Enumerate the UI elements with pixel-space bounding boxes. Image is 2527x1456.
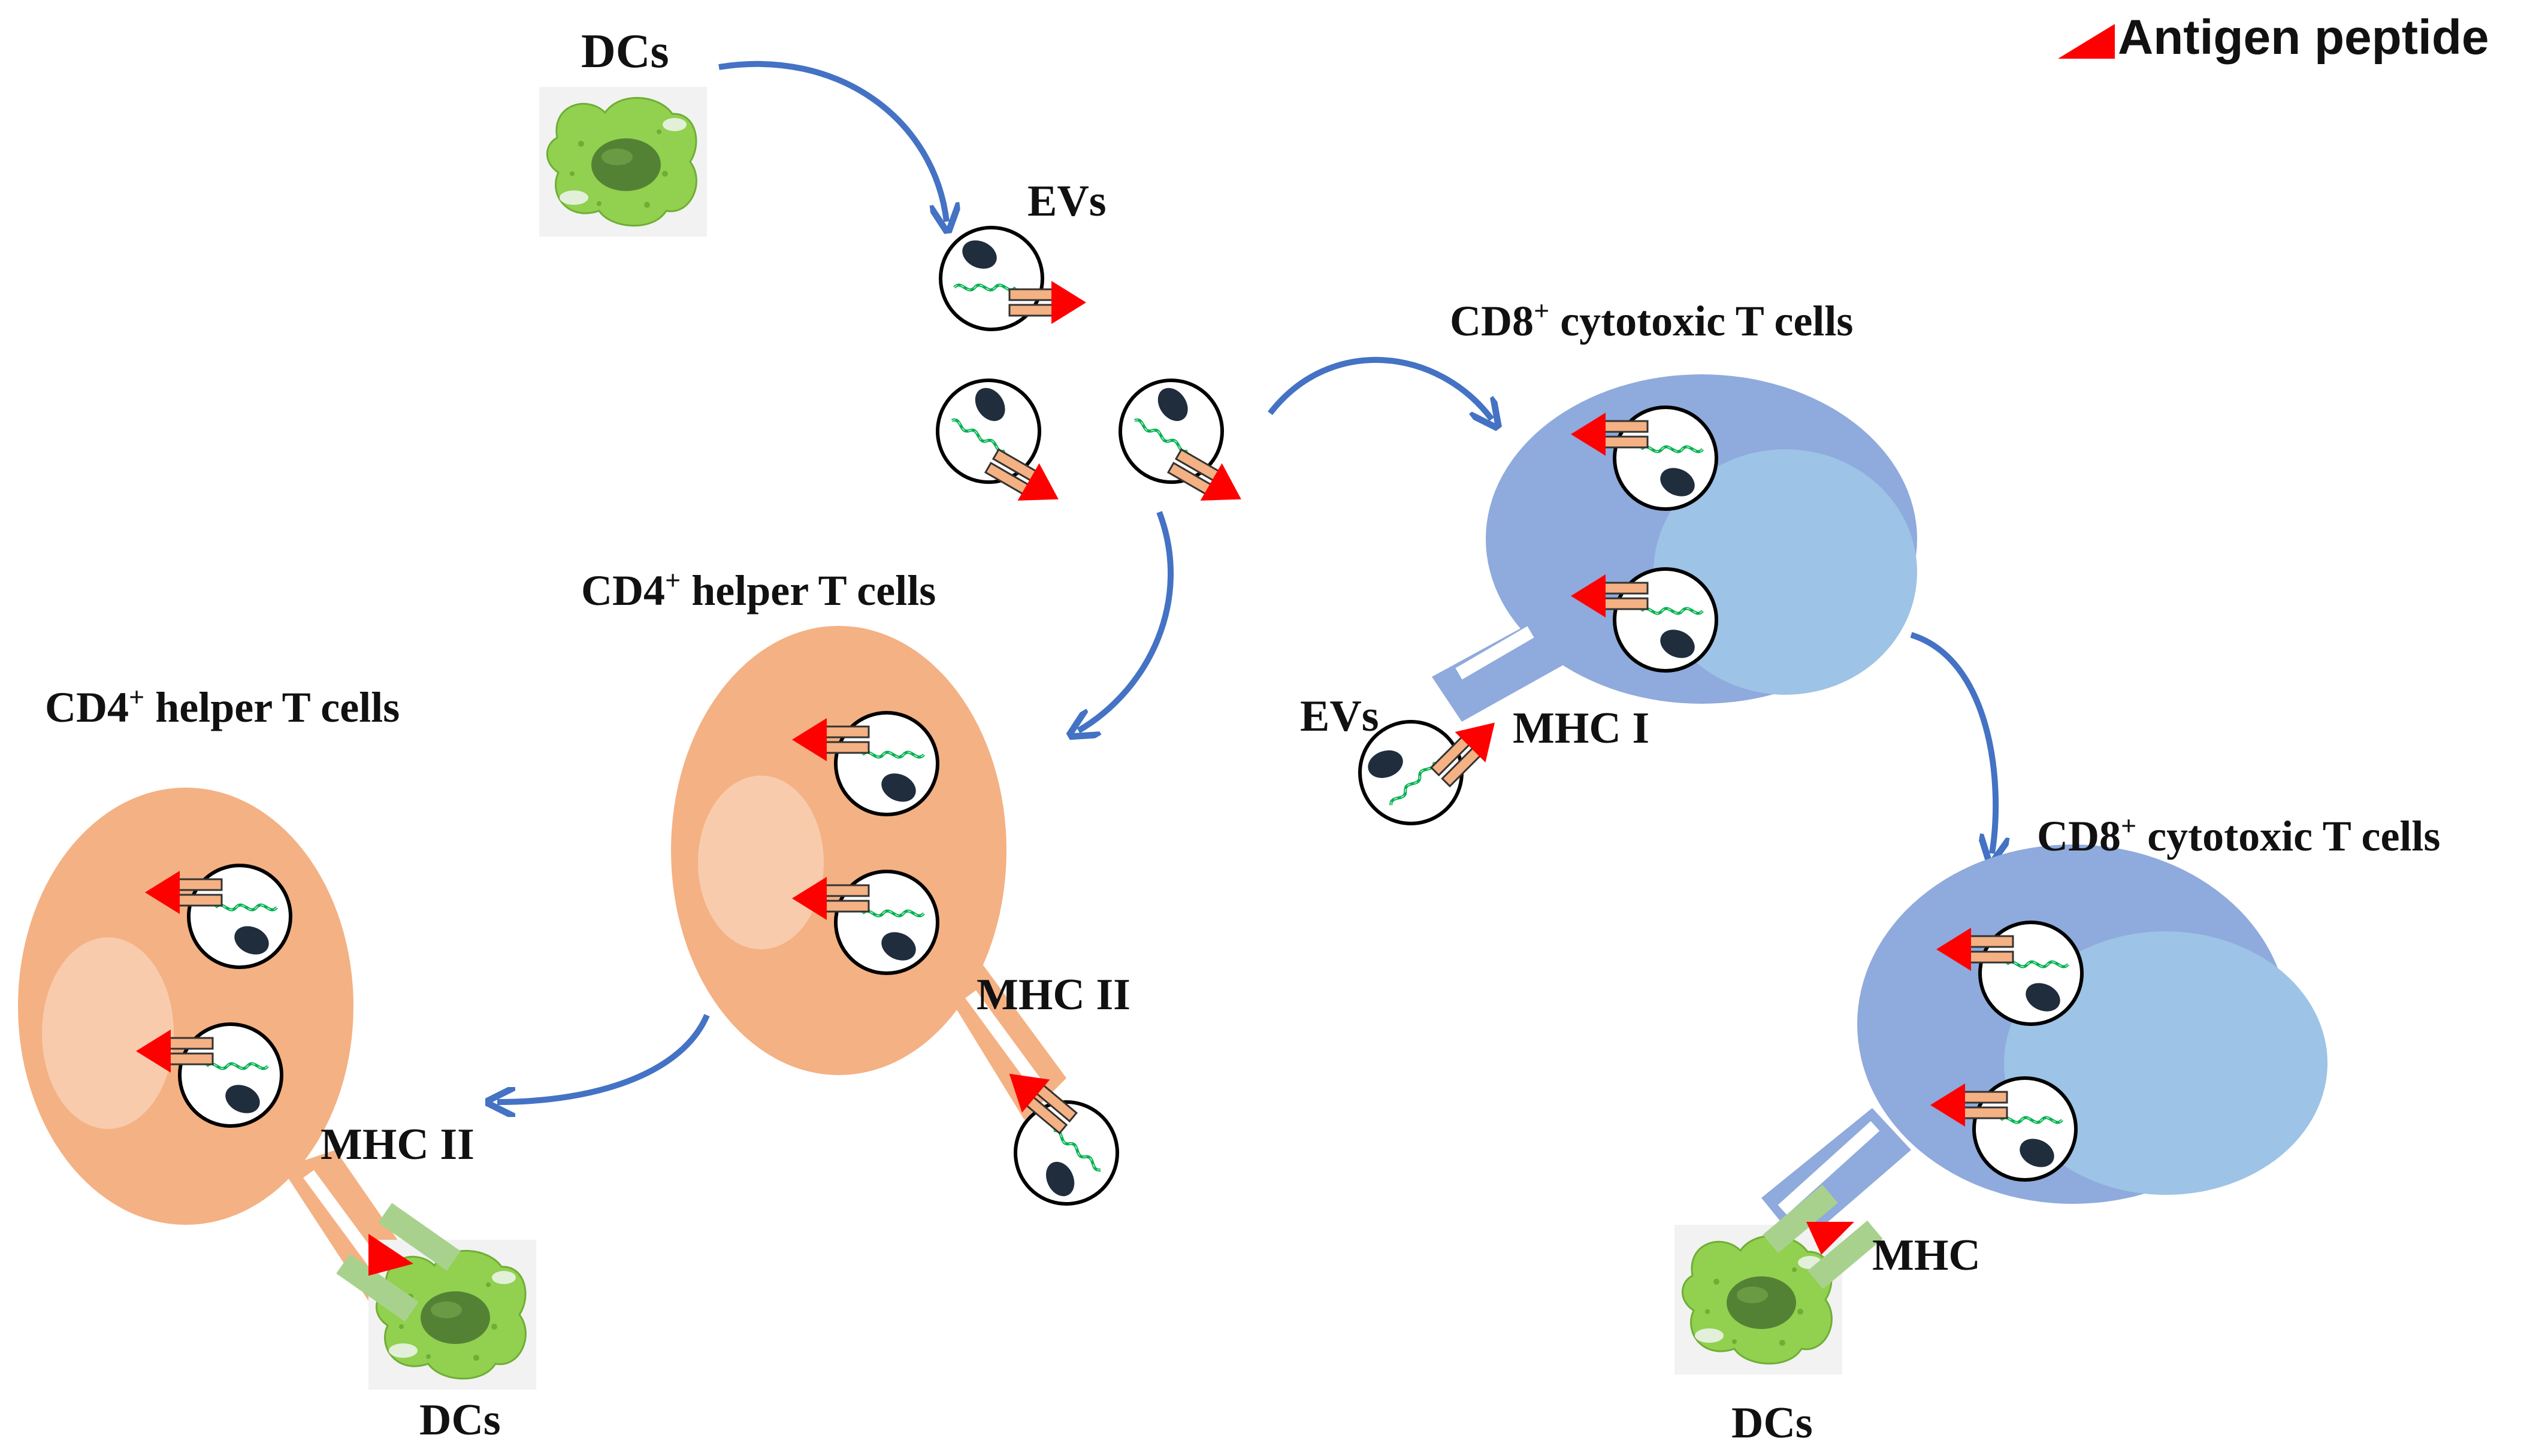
arrow-evs-to-cd4 [1078, 511, 1174, 731]
arrow-evs-to-cd8 [1268, 356, 1492, 419]
legend: Antigen peptide [2058, 10, 2489, 65]
ev-top [941, 228, 1086, 329]
label-mhc-right: MHC [1872, 1231, 1981, 1280]
label-cd8-top: CD8+ cytotoxic T cells [1450, 295, 1853, 345]
ev-right [1102, 362, 1278, 523]
label-cd4-middle: CD4+ helper T cells [581, 565, 936, 615]
label-mhc-i: MHC I [1513, 704, 1649, 753]
cd4-cell-middle [671, 626, 1066, 1120]
label-cd8-bottom: CD8+ cytotoxic T cells [2037, 810, 2440, 860]
mhc-dc-right [1763, 1184, 1883, 1289]
cd8-cell-top [1432, 374, 1917, 722]
label-dcs-right-bottom: DCs [1731, 1399, 1813, 1448]
label-mhc-ii-left: MHC II [321, 1120, 474, 1169]
label-evs-top: EVs [1027, 177, 1107, 226]
label-cd4-left: CD4+ helper T cells [45, 682, 400, 731]
cd8-cell-bottom [1761, 844, 2328, 1246]
flow-arrows [497, 60, 1996, 1102]
mhc-dc-left [336, 1203, 461, 1322]
ev-left [919, 362, 1096, 523]
arrow-cd8-to-cd8 [1910, 632, 1996, 853]
legend-label: Antigen peptide [2118, 10, 2489, 65]
arrow-dc-to-evs [718, 60, 947, 222]
label-dcs-source: DCs [581, 25, 669, 78]
label-evs-cd8: EVs [1300, 692, 1379, 741]
dc-source [538, 86, 708, 238]
dc-right [1673, 1224, 1843, 1376]
red-triangle-icon [2058, 24, 2115, 59]
cd4-cell-left [18, 788, 422, 1315]
label-mhc-ii-middle: MHC II [977, 970, 1130, 1019]
label-dcs-left-bottom: DCs [419, 1396, 501, 1445]
arrow-cd4-to-cd4 [497, 1014, 710, 1102]
